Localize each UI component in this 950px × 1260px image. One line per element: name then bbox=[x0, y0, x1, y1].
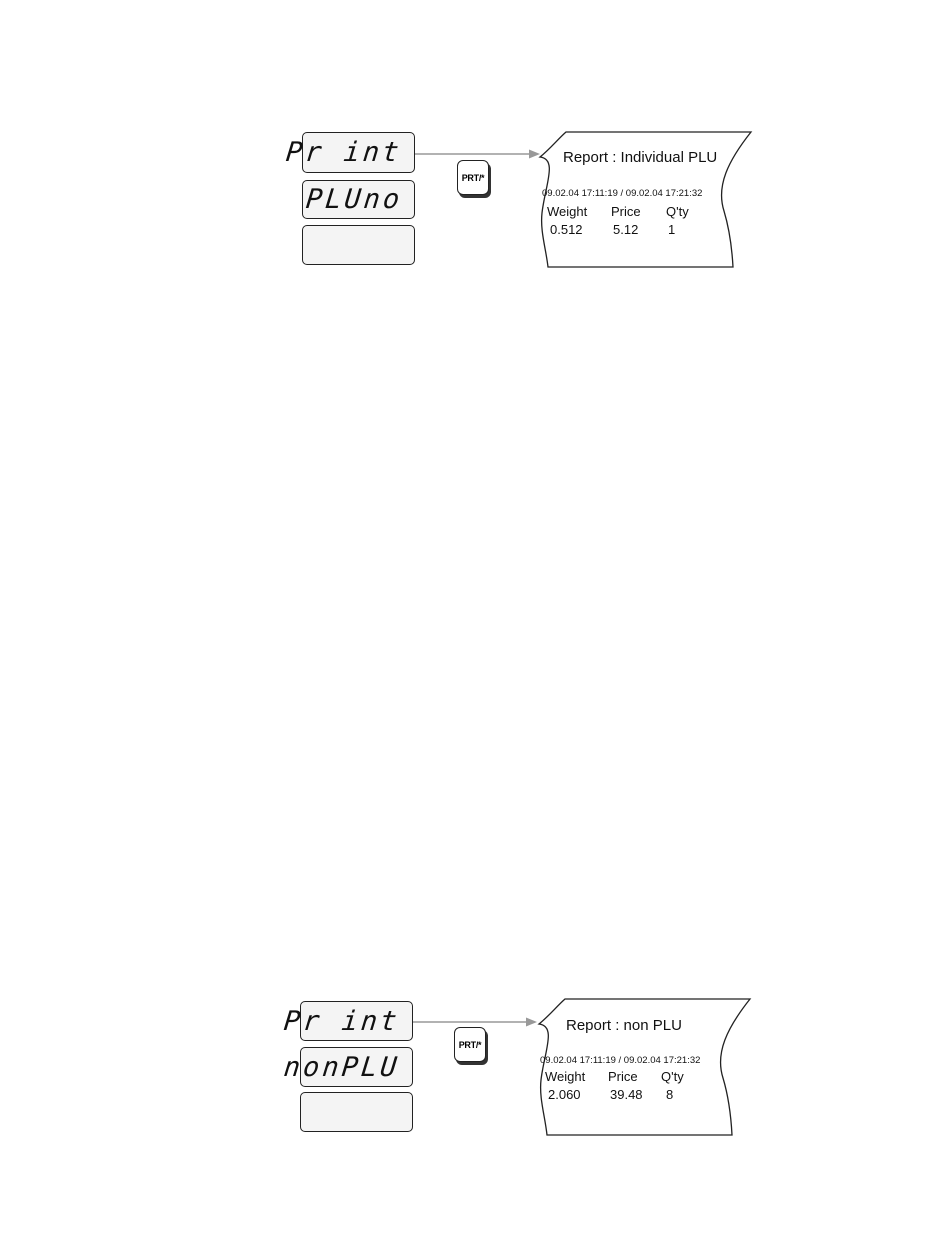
receipt-header-price: Price bbox=[608, 1069, 638, 1084]
receipt-header-qty: Q'ty bbox=[661, 1069, 684, 1084]
receipt: Report : non PLU 09.02.04 17:11:19 / 09.… bbox=[535, 998, 751, 1136]
print-key[interactable]: PRT/* bbox=[454, 1027, 486, 1062]
receipt-title: Report : non PLU bbox=[566, 1017, 682, 1034]
receipt-period: 09.02.04 17:11:19 / 09.02.04 17:21:32 bbox=[540, 1055, 700, 1066]
receipt-header-weight: Weight bbox=[545, 1069, 585, 1084]
receipt-value-weight: 2.060 bbox=[548, 1087, 581, 1102]
receipt-value-qty: 8 bbox=[666, 1087, 673, 1102]
receipt-value-price: 39.48 bbox=[610, 1087, 643, 1102]
